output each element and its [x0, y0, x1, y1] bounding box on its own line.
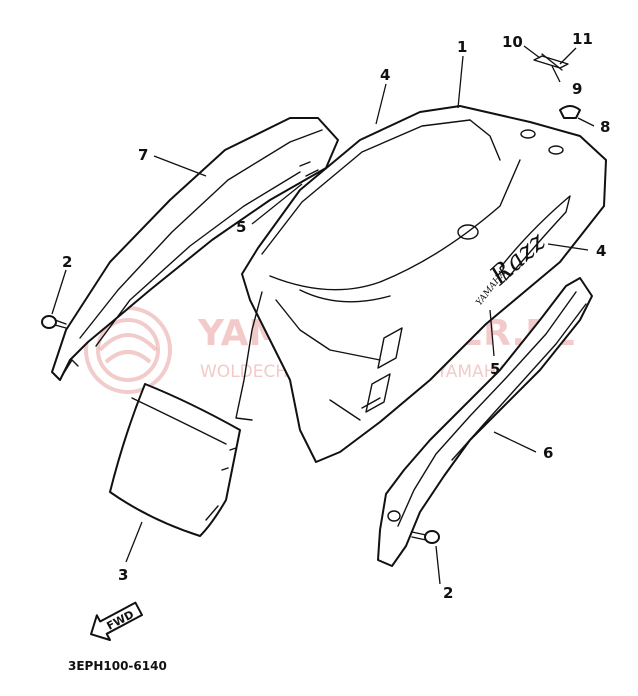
- grommet-8: [559, 105, 581, 119]
- callout-5-right: 5: [490, 360, 500, 378]
- part-1-main-body-cover: [235, 105, 607, 463]
- fwd-arrow-icon: FWD: [90, 601, 144, 641]
- callout-4-right: 4: [596, 242, 606, 260]
- callout-9: 9: [572, 80, 582, 98]
- diagram-code: 3EPH100-6140: [68, 659, 167, 673]
- part-6-right-side-cover: [377, 277, 593, 567]
- callout-4-top: 4: [380, 66, 390, 84]
- callout-7: 7: [138, 146, 148, 164]
- callouts: 1 2 2 3 4 4 5 5 6 7 8 9 10 11: [62, 30, 610, 602]
- callout-11: 11: [572, 30, 593, 48]
- callout-1: 1: [457, 38, 467, 56]
- bolt-right: [411, 530, 440, 544]
- callout-2-left: 2: [62, 253, 72, 271]
- callout-6: 6: [543, 444, 553, 462]
- leader-lines: [51, 45, 595, 585]
- callout-10: 10: [502, 33, 523, 51]
- part-3-rear-panel: [109, 383, 241, 537]
- screw-10: [541, 53, 563, 71]
- part-7-left-side-cover: [51, 117, 339, 381]
- callout-8: 8: [600, 118, 610, 136]
- bolt-left: [41, 315, 67, 329]
- callout-2-right: 2: [443, 584, 453, 602]
- callout-5-left: 5: [236, 218, 246, 236]
- callout-3: 3: [118, 566, 128, 584]
